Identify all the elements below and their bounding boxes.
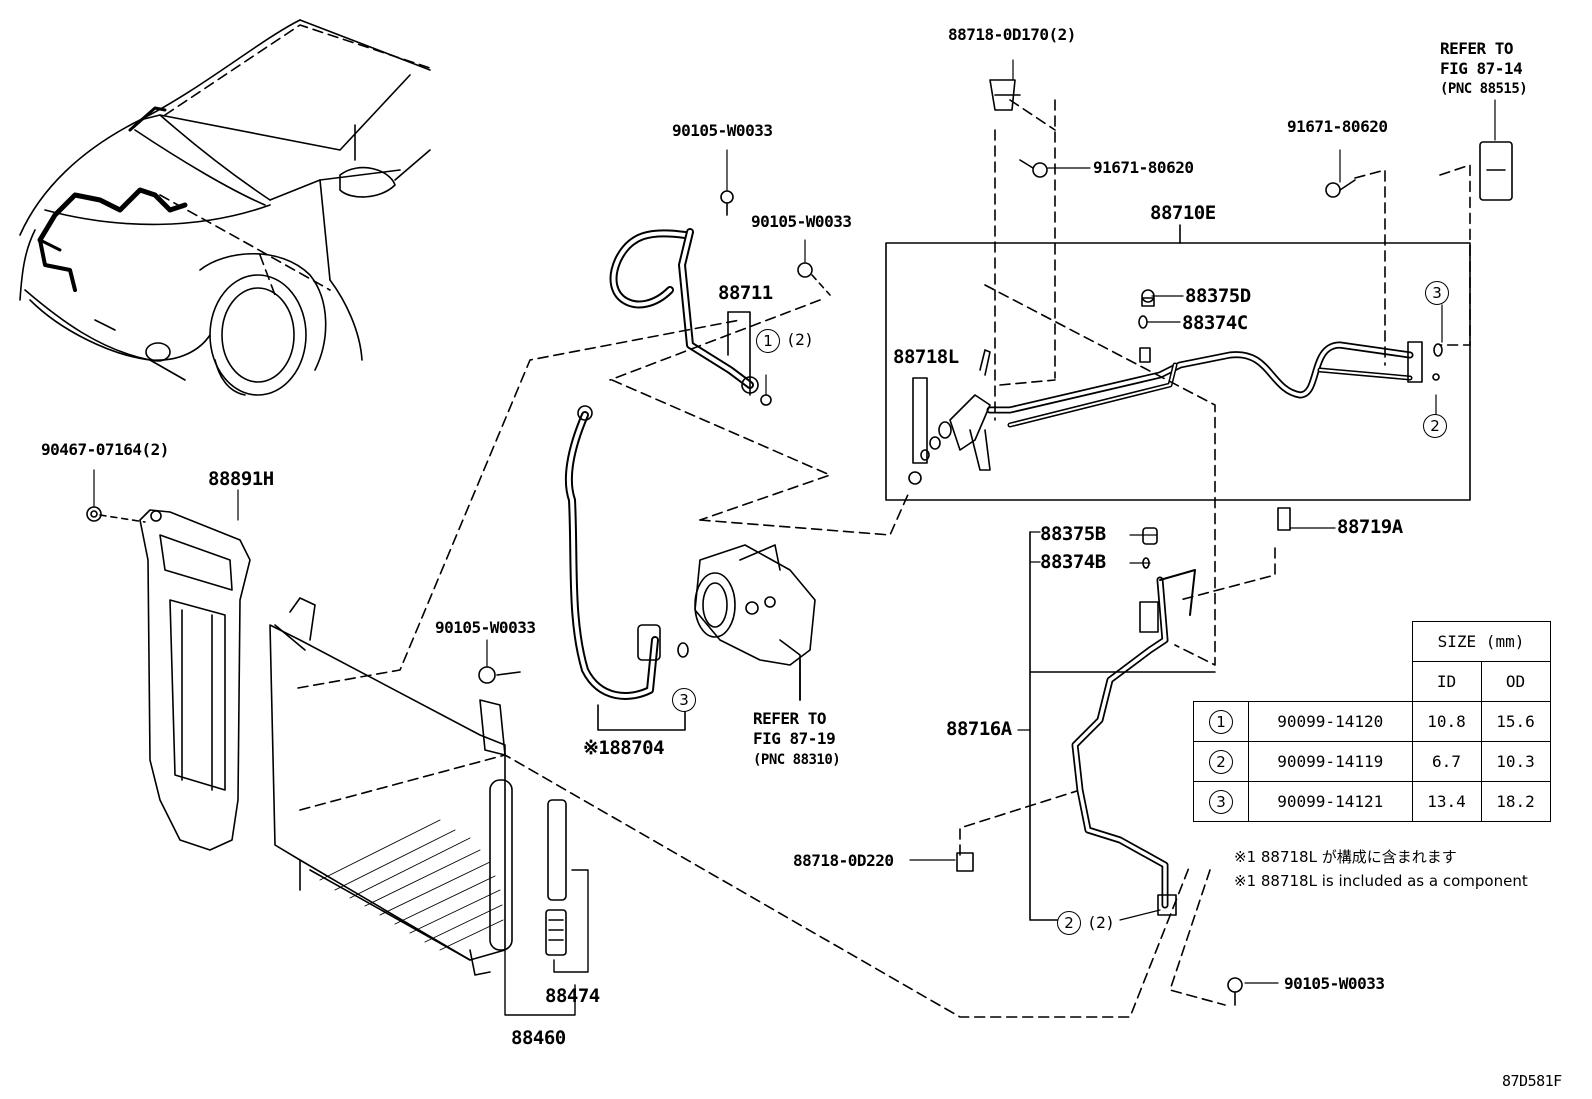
note-english: ※1 88718L is included as a component bbox=[1234, 872, 1528, 890]
ring-callout-2-upper: 2 bbox=[1423, 414, 1447, 438]
part-label-88374c[interactable]: 88374C bbox=[1182, 312, 1248, 334]
ring-callout-3-lower: 3 bbox=[672, 688, 696, 712]
part-label-91671-80620-a[interactable]: 91671-80620 bbox=[1093, 158, 1194, 177]
refer-fig-87-14-line3: (PNC 88515) bbox=[1440, 81, 1528, 97]
table-row: 3 90099-14121 13.4 18.2 bbox=[1193, 781, 1551, 822]
part-label-90105-w0033-d[interactable]: 90105-W0033 bbox=[1284, 974, 1385, 993]
hose-88711-drawing bbox=[609, 190, 831, 406]
ring-callout-3-upper: 3 bbox=[1425, 281, 1449, 305]
col-od-header: OD bbox=[1480, 661, 1551, 702]
ring-qty-88711: (2) bbox=[786, 330, 814, 349]
col-id-header: ID bbox=[1411, 661, 1482, 702]
table-ring-ref: 1 bbox=[1209, 709, 1233, 734]
hose-88704-drawing bbox=[478, 405, 689, 731]
part-label-88719a[interactable]: 88719A bbox=[1337, 516, 1403, 538]
part-label-88474[interactable]: 88474 bbox=[545, 985, 600, 1007]
part-label-88711[interactable]: 88711 bbox=[718, 282, 773, 304]
bracket-88891h-drawing bbox=[86, 506, 251, 851]
ring-callout-1: 1 bbox=[756, 329, 780, 353]
table-id: 6.7 bbox=[1411, 741, 1482, 782]
note-japanese: ※1 88718L が構成に含まれます bbox=[1234, 848, 1457, 866]
part-label-90105-w0033-a[interactable]: 90105-W0033 bbox=[672, 121, 773, 140]
part-label-90467-07164[interactable]: 90467-07164(2) bbox=[41, 440, 169, 459]
part-label-88460[interactable]: 88460 bbox=[511, 1027, 566, 1049]
part-label-88375d[interactable]: 88375D bbox=[1185, 285, 1251, 307]
figure-code: 87D581F bbox=[1502, 1072, 1562, 1090]
table-id: 10.8 bbox=[1411, 701, 1482, 742]
table-part-no[interactable]: 90099-14121 bbox=[1248, 781, 1413, 822]
size-header: SIZE (mm) bbox=[1411, 621, 1551, 662]
table-row: 1 90099-14120 10.8 15.6 bbox=[1193, 701, 1551, 742]
dashed-leaders bbox=[297, 99, 1471, 1018]
condenser-88460-drawing bbox=[269, 597, 589, 1016]
table-od: 10.3 bbox=[1480, 741, 1551, 782]
part-label-88374b[interactable]: 88374B bbox=[1040, 551, 1106, 573]
table-ring-ref: 2 bbox=[1209, 749, 1233, 774]
pipe-88716a-drawing bbox=[956, 507, 1291, 1006]
part-label-88716a[interactable]: 88716A bbox=[946, 718, 1012, 740]
part-label-88718l[interactable]: 88718L bbox=[893, 346, 959, 368]
refer-fig-87-19-line1[interactable]: REFER TO bbox=[753, 709, 827, 728]
table-od: 18.2 bbox=[1480, 781, 1551, 822]
compressor-drawing bbox=[694, 544, 816, 701]
pipe-assembly-88710e-drawing bbox=[885, 224, 1471, 501]
o-ring-size-table: SIZE (mm) ID OD 1 90099-14120 10.8 15.6 … bbox=[1193, 621, 1551, 822]
part-label-90105-w0033-b[interactable]: 90105-W0033 bbox=[751, 212, 852, 231]
leader-lines bbox=[93, 59, 1496, 984]
ring-qty-lower: (2) bbox=[1087, 913, 1115, 932]
refer-fig-87-14-line1[interactable]: REFER TO bbox=[1440, 39, 1514, 58]
part-label-91671-80620-b[interactable]: 91671-80620 bbox=[1287, 117, 1388, 136]
refer-fig-87-19-line3: (PNC 88310) bbox=[753, 752, 841, 768]
table-row: 2 90099-14119 6.7 10.3 bbox=[1193, 741, 1551, 782]
part-label-90105-w0033-c[interactable]: 90105-W0033 bbox=[435, 618, 536, 637]
part-label-88718-0d220[interactable]: 88718-0D220 bbox=[793, 851, 894, 870]
refer-fig-87-19-line2[interactable]: FIG 87-19 bbox=[753, 729, 836, 748]
table-od: 15.6 bbox=[1480, 701, 1551, 742]
table-ring-ref: 3 bbox=[1209, 789, 1233, 814]
part-label-88891h[interactable]: 88891H bbox=[208, 468, 274, 490]
part-label-88718-0d170[interactable]: 88718-0D170(2) bbox=[948, 25, 1076, 44]
part-label-88375b[interactable]: 88375B bbox=[1040, 523, 1106, 545]
part-label-88704[interactable]: ※188704 bbox=[583, 737, 665, 759]
table-id: 13.4 bbox=[1411, 781, 1482, 822]
vehicle-illustration bbox=[19, 19, 431, 396]
table-part-no[interactable]: 90099-14120 bbox=[1248, 701, 1413, 742]
top-clips-drawing bbox=[989, 79, 1513, 201]
table-part-no[interactable]: 90099-14119 bbox=[1248, 741, 1413, 782]
refer-fig-87-14-line2[interactable]: FIG 87-14 bbox=[1440, 59, 1523, 78]
part-label-88710e[interactable]: 88710E bbox=[1150, 202, 1216, 224]
ring-callout-2-lower: 2 bbox=[1057, 911, 1081, 935]
